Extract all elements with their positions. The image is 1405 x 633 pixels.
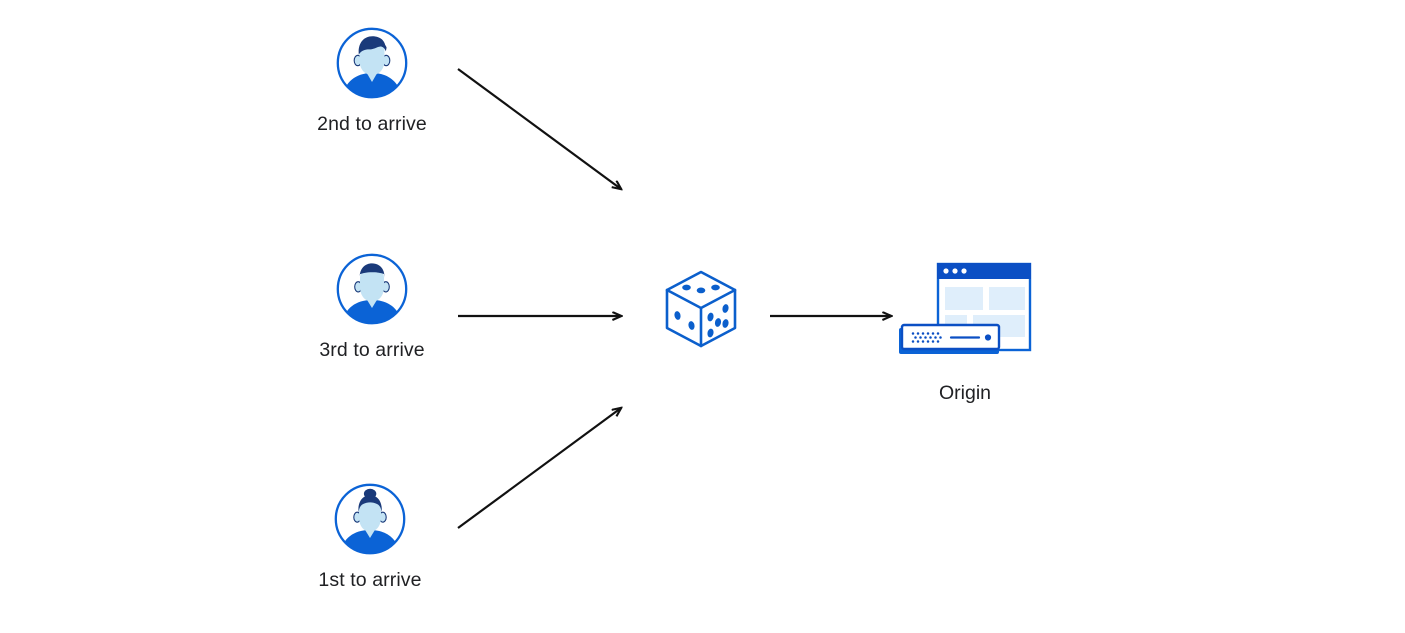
node-label-client-2nd: 2nd to arrive bbox=[317, 113, 427, 135]
user-avatar-flat-hair-icon bbox=[336, 253, 408, 325]
node-label-origin: Origin bbox=[938, 382, 992, 404]
user-avatar-short-hair-icon bbox=[336, 27, 408, 99]
node-randomizer[interactable] bbox=[655, 265, 747, 353]
dice-icon bbox=[665, 270, 737, 348]
user-avatar-bun-hair-icon bbox=[334, 483, 406, 555]
node-client-2nd[interactable]: 2nd to arrive bbox=[297, 26, 447, 136]
node-client-3rd[interactable]: 3rd to arrive bbox=[297, 252, 447, 362]
node-label-client-3rd: 3rd to arrive bbox=[319, 339, 425, 361]
origin-server-icon bbox=[898, 262, 1031, 354]
node-label-client-1st: 1st to arrive bbox=[318, 569, 422, 591]
server-appliance-icon bbox=[898, 323, 1000, 354]
edge-1st-to-dice bbox=[457, 408, 621, 529]
node-origin[interactable]: Origin bbox=[890, 256, 1040, 405]
node-client-1st[interactable]: 1st to arrive bbox=[295, 482, 445, 592]
edge-2nd-to-dice bbox=[457, 68, 621, 189]
